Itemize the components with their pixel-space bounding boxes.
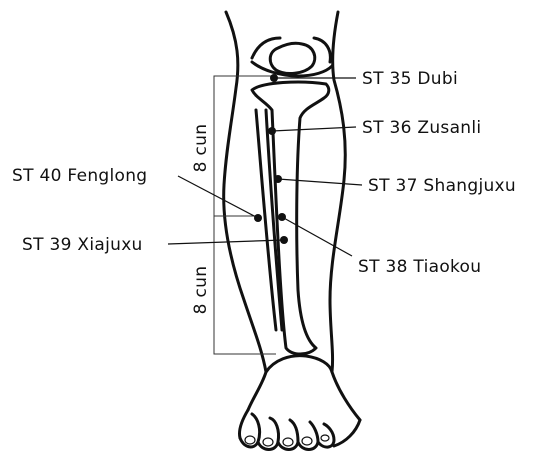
tibia [252, 82, 329, 354]
measurement-brackets: 8 cun 8 cun [191, 76, 276, 354]
point-st37 [274, 175, 282, 183]
toes [240, 414, 334, 450]
label-st39: ST 39 Xiajuxu [22, 235, 143, 255]
point-st35 [270, 74, 278, 82]
label-st38: ST 38 Tiaokou [358, 257, 481, 277]
point-st38 [278, 213, 286, 221]
ankle [266, 356, 332, 372]
measure-upper-label: 8 cun [191, 124, 211, 173]
leader-st37 [278, 179, 362, 185]
patella [270, 43, 315, 73]
measure-lower-label: 8 cun [191, 266, 211, 315]
leg-right-contour [330, 12, 360, 420]
label-st35: ST 35 Dubi [362, 69, 458, 89]
point-labels: ST 35 Dubi ST 36 Zusanli ST 37 Shangjuxu… [12, 69, 516, 277]
point-st36 [268, 127, 276, 135]
label-st36: ST 36 Zusanli [362, 118, 481, 138]
label-st37: ST 37 Shangjuxu [368, 176, 516, 196]
point-st39 [280, 236, 288, 244]
leader-st40 [178, 176, 258, 218]
point-st40 [254, 214, 262, 222]
leader-st38 [282, 217, 352, 256]
label-st40: ST 40 Fenglong [12, 166, 147, 186]
